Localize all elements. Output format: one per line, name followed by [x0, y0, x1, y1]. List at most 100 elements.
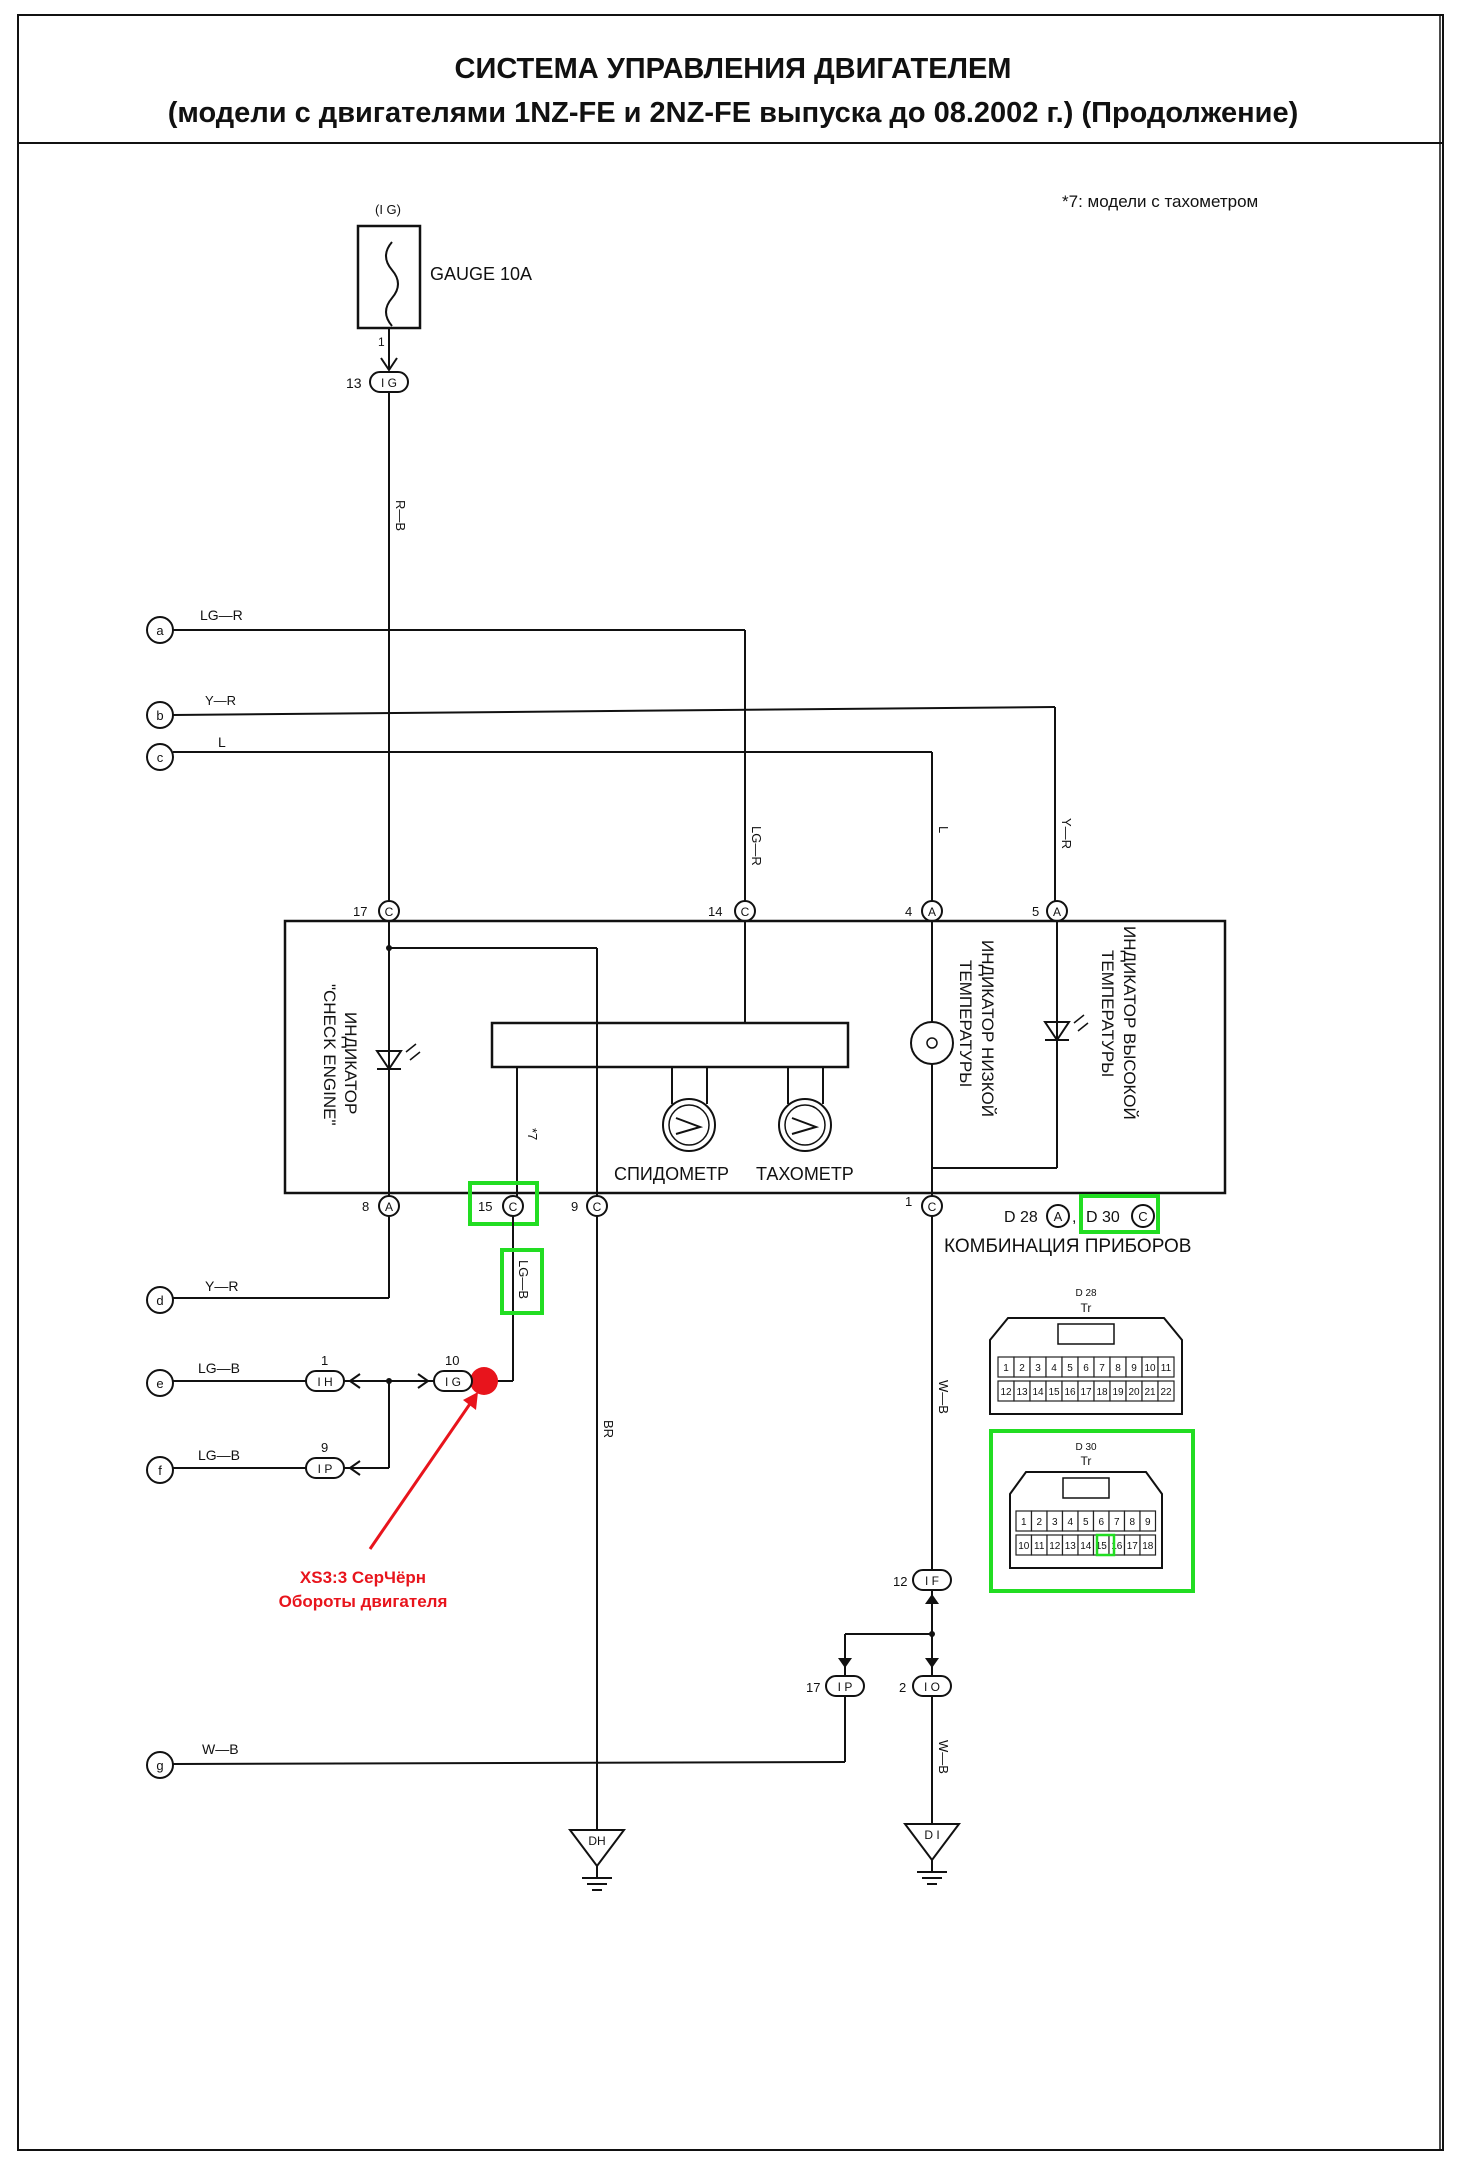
highlight-connector-d30-diagram — [989, 1429, 1195, 1593]
terminal-d-label: d — [156, 1293, 163, 1308]
page-border — [17, 14, 1444, 2151]
connector-pin-number: 18 — [1096, 1387, 1108, 1398]
wire-c-label: L — [218, 734, 226, 750]
connector-pin-number: 12 — [1049, 1541, 1061, 1552]
arrow-icon — [925, 1594, 939, 1604]
connector-pin-number: 18 — [1142, 1541, 1154, 1552]
connector-pin-number: 13 — [1016, 1387, 1028, 1398]
connector-pin-number: 8 — [1129, 1517, 1135, 1528]
connector-ig13-label: I G — [381, 376, 397, 390]
wire-b-vertical-label: Y—R — [1059, 818, 1074, 849]
connector-pin-number: 11 — [1161, 1363, 1172, 1374]
connector-ig10-number: 10 — [445, 1353, 459, 1368]
pin-a4-letter: A — [928, 905, 936, 919]
connector-pin-number: 9 — [1145, 1517, 1151, 1528]
connector-ip17-label: I P — [838, 1680, 853, 1694]
terminal-b-label: b — [156, 708, 163, 723]
connector-ref-d30-circle — [1131, 1204, 1155, 1228]
arrow-icon — [925, 1658, 939, 1668]
pin-a5: 5 A — [1032, 900, 1068, 922]
wire-a-vertical-label: LG—R — [749, 826, 764, 866]
highlight-pin-c15 — [468, 1181, 539, 1226]
pin-c1: 1 C — [905, 1194, 943, 1217]
connector-pin-number: 15 — [1048, 1387, 1060, 1398]
wire-f-label: LG—B — [198, 1447, 240, 1463]
arrow-icon — [348, 1460, 361, 1476]
connector-pin-cell — [1139, 1510, 1157, 1532]
arrow-icon — [417, 1373, 430, 1389]
connector-pin-number: 16 — [1064, 1387, 1076, 1398]
pin-c17-letter: C — [385, 905, 394, 919]
pin-a5-number: 5 — [1032, 904, 1039, 919]
terminal-c-label: c — [157, 750, 164, 765]
connector-pin-number: 4 — [1067, 1517, 1073, 1528]
low-temp-gauge-icon — [910, 1021, 954, 1065]
connector-if12: 12 I F — [893, 1569, 952, 1591]
connector-pin-number: 14 — [1080, 1541, 1092, 1552]
low-temp-label-1: ИНДИКАТОР НИЗКОЙ — [978, 940, 997, 1117]
connector-ref-d28-circle — [1046, 1204, 1070, 1228]
ground-dh-label: DH — [588, 1834, 605, 1848]
wire-g-label: W—B — [202, 1741, 239, 1757]
fuse-ig-label: (I G) — [375, 202, 401, 217]
connector-d28-type: Tr — [1081, 1301, 1092, 1315]
connector-pin-number: 1 — [1003, 1363, 1009, 1374]
connector-pin-cell — [1157, 1380, 1175, 1402]
connector-pin-number: 5 — [1083, 1517, 1089, 1528]
annotation-arrow — [368, 1397, 476, 1550]
annotation-line2: Обороты двигателя — [279, 1592, 448, 1611]
terminal-g: g — [146, 1751, 174, 1779]
check-engine-label-1: ИНДИКАТОР — [341, 1012, 360, 1114]
connector-io2: 2 I O — [899, 1675, 952, 1697]
pin-a4-number: 4 — [905, 904, 912, 919]
wire-wb-label: W—B — [936, 1380, 951, 1414]
connector-pin-number: 7 — [1114, 1517, 1120, 1528]
connector-pin-number: 4 — [1051, 1363, 1057, 1374]
pin-c9: 9 C — [571, 1195, 608, 1217]
ground-dh: DH — [568, 1829, 626, 1891]
connector-ip17: 17 I P — [806, 1675, 865, 1697]
connector-pin-number: 19 — [1112, 1387, 1124, 1398]
pin-c15-number: 15 — [478, 1199, 492, 1214]
pin-c14: 14 C — [708, 900, 756, 922]
pin-c15: 15 C — [478, 1195, 524, 1217]
wire-b — [172, 706, 1056, 716]
connector-pin-number: 3 — [1035, 1363, 1041, 1374]
connector-ip9-number: 9 — [321, 1440, 328, 1455]
connector-pin-cell — [1157, 1356, 1175, 1378]
pin-a5-letter: A — [1053, 905, 1061, 919]
terminal-f: f — [146, 1456, 174, 1484]
probe-point-dot — [470, 1367, 498, 1395]
connector-pin-number: 16 — [1111, 1541, 1123, 1552]
pin-ig13-number: 13 — [346, 375, 362, 391]
low-temp-label-2: ТЕМПЕРАТУРЫ — [956, 960, 975, 1087]
speedometer-label: СПИДОМЕТР — [614, 1164, 729, 1184]
connector-pin-number: 13 — [1065, 1541, 1077, 1552]
connector-ref-d28: D 28 — [1004, 1209, 1038, 1226]
connector-pin-number: 6 — [1098, 1517, 1104, 1528]
connector-if12-label: I F — [925, 1574, 939, 1588]
connector-pin-number: 9 — [1131, 1363, 1137, 1374]
connector-pin-number: 1 — [1021, 1517, 1027, 1528]
fuse-element-icon — [385, 241, 399, 327]
connector-ih1: 1 I H — [305, 1353, 345, 1392]
pin-c14-letter: C — [741, 905, 750, 919]
connector-d28-latch — [1057, 1323, 1115, 1345]
star7-label: *7 — [525, 1128, 540, 1140]
arrow-icon — [348, 1373, 361, 1389]
diagram-subtitle: (модели с двигателями 1NZ-FE и 2NZ-FE вы… — [168, 97, 1299, 129]
wire-rb-label: R—B — [393, 500, 408, 531]
highlight-pin-15 — [1095, 1533, 1116, 1557]
connector-pin-number: 21 — [1144, 1387, 1156, 1398]
connector-pin-number: 2 — [1036, 1517, 1042, 1528]
connector-pin-number: 17 — [1127, 1541, 1139, 1552]
terminal-g-label: g — [156, 1758, 163, 1773]
connector-pin-number: 20 — [1128, 1387, 1140, 1398]
connector-pin-number: 6 — [1083, 1363, 1089, 1374]
terminal-f-label: f — [158, 1463, 162, 1478]
wire-br-label: BR — [601, 1420, 616, 1438]
